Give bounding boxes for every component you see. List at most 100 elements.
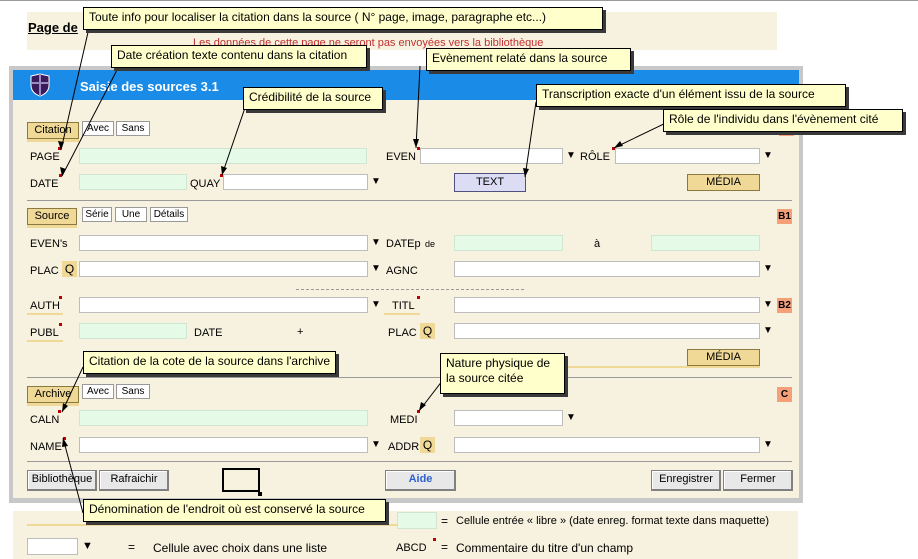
publ-underline [27, 340, 63, 342]
comment-marker [58, 410, 61, 413]
plac-select[interactable] [79, 261, 368, 277]
tooltip-medi: Nature physique de la source citée [440, 353, 565, 394]
top-border [0, 0, 918, 1]
dropdown-arrow-icon[interactable]: ▼ [371, 176, 381, 187]
dropdown-arrow-icon[interactable]: ▼ [371, 263, 381, 274]
text-button[interactable]: TEXT [454, 173, 526, 192]
tooltip-medi-line1: Nature physique de [446, 356, 551, 370]
dropdown-arrow-icon[interactable]: ▼ [566, 412, 576, 423]
divider [27, 200, 792, 201]
legend-eq-2: = [128, 540, 136, 554]
source-serie-button[interactable]: Série [82, 207, 112, 222]
plus-label: + [297, 326, 304, 338]
tooltip-name: Dénomination de l'endroit où est conserv… [83, 499, 386, 522]
titl-label: TITL [392, 300, 415, 312]
quay-select[interactable] [223, 174, 368, 190]
titl-select[interactable] [454, 297, 760, 313]
agnc-select[interactable] [454, 261, 760, 277]
comment-marker [58, 147, 61, 150]
media-underline [560, 366, 760, 368]
publ-label: PUBL [30, 327, 59, 339]
comment-marker [220, 174, 223, 177]
dropdown-arrow-icon[interactable]: ▼ [763, 299, 773, 310]
comment-marker [59, 296, 62, 299]
tooltip-text: Transcription exacte d'un élément issu d… [536, 84, 846, 107]
addr-label: ADDR [388, 441, 420, 453]
source-details-button[interactable]: Détails [150, 207, 188, 222]
even-label: EVEN [386, 151, 416, 163]
tab-archive[interactable]: Archive [27, 386, 79, 403]
auth-label: AUTH [30, 300, 60, 312]
plac2-label: PLAC [388, 327, 417, 339]
q-button[interactable]: Q [420, 323, 435, 339]
plac2-select[interactable] [454, 323, 760, 339]
tab-source[interactable]: Source [27, 208, 77, 225]
enregistrer-button[interactable]: Enregistrer [651, 470, 721, 491]
legend-comment-text: Commentaire du titre d'un champ [456, 541, 634, 555]
page-heading: Page de [28, 20, 78, 35]
dropdown-arrow-icon[interactable]: ▼ [763, 439, 773, 450]
comment-marker [417, 410, 420, 413]
badge-b2: B2 [777, 298, 792, 313]
page-field[interactable] [79, 148, 367, 164]
de-label: de [425, 239, 436, 249]
divider [27, 377, 792, 378]
publ-field[interactable] [79, 323, 187, 339]
archive-underline [27, 403, 79, 406]
focus-box-handle [258, 492, 262, 496]
citation-avec-button[interactable]: Avec [82, 121, 114, 136]
datep-from-field[interactable] [454, 235, 563, 251]
legend-underline [27, 524, 397, 526]
date-field[interactable] [79, 174, 187, 190]
archive-avec-button[interactable]: Avec [82, 384, 114, 399]
window-title: Saisie des sources 3.1 [80, 79, 219, 94]
citation-sans-button[interactable]: Sans [116, 121, 150, 136]
comment-marker [63, 437, 66, 440]
badge-c: C [777, 387, 792, 402]
comment-marker [417, 147, 420, 150]
medi-label: MEDI [390, 414, 418, 426]
legend-eq-1: = [441, 514, 449, 528]
q-button[interactable]: Q [62, 261, 77, 277]
source-une-button[interactable]: Une [115, 207, 147, 222]
evens-select[interactable] [79, 235, 368, 251]
comment-marker [59, 174, 62, 177]
datep-to-field[interactable] [651, 235, 760, 251]
divider [27, 461, 792, 462]
fermer-button[interactable]: Fermer [723, 470, 793, 491]
legend-free-cell-sample [397, 512, 437, 529]
dropdown-arrow-icon[interactable]: ▼ [763, 150, 773, 161]
name-select[interactable] [79, 437, 368, 453]
dropdown-arrow-icon[interactable]: ▼ [763, 263, 773, 274]
source-underline [27, 225, 77, 228]
archive-sans-button[interactable]: Sans [116, 384, 150, 399]
badge-b1: B1 [777, 209, 792, 224]
medi-select[interactable] [454, 410, 563, 426]
tooltip-medi-line2: la source citée [446, 371, 524, 385]
caln-label: CALN [30, 414, 60, 426]
dashed-divider [296, 289, 524, 291]
comment-marker [417, 296, 420, 299]
role-select[interactable] [615, 148, 760, 164]
evens-label: EVEN's [30, 238, 68, 250]
tooltip-caln: Citation de la cote de la source dans l'… [83, 351, 336, 374]
source-media-button[interactable]: MÉDIA [687, 349, 760, 366]
datep-label: DATEp [386, 238, 421, 250]
dropdown-arrow-icon[interactable]: ▼ [371, 237, 381, 248]
auth-select[interactable] [79, 297, 368, 313]
dropdown-arrow-icon[interactable]: ▼ [371, 299, 381, 310]
rafraichir-button[interactable]: Rafraichir [99, 470, 169, 491]
aide-button[interactable]: Aide [385, 470, 456, 491]
caln-field[interactable] [79, 410, 368, 426]
bibliotheque-button[interactable]: Bibliothèque [27, 470, 97, 491]
publ-date-label: DATE [194, 327, 223, 339]
dropdown-arrow-icon[interactable]: ▼ [763, 325, 773, 336]
dropdown-arrow-icon[interactable]: ▼ [566, 150, 576, 161]
tooltip-even: Evènement relaté dans la source [426, 48, 631, 71]
name-label: NAME [30, 441, 62, 453]
addr-select[interactable] [454, 437, 760, 453]
q-button[interactable]: Q [420, 437, 435, 453]
tooltip-page: Toute info pour localiser la citation da… [83, 7, 603, 30]
dropdown-arrow-icon[interactable]: ▼ [371, 439, 381, 450]
citation-media-button[interactable]: MÉDIA [687, 174, 760, 191]
